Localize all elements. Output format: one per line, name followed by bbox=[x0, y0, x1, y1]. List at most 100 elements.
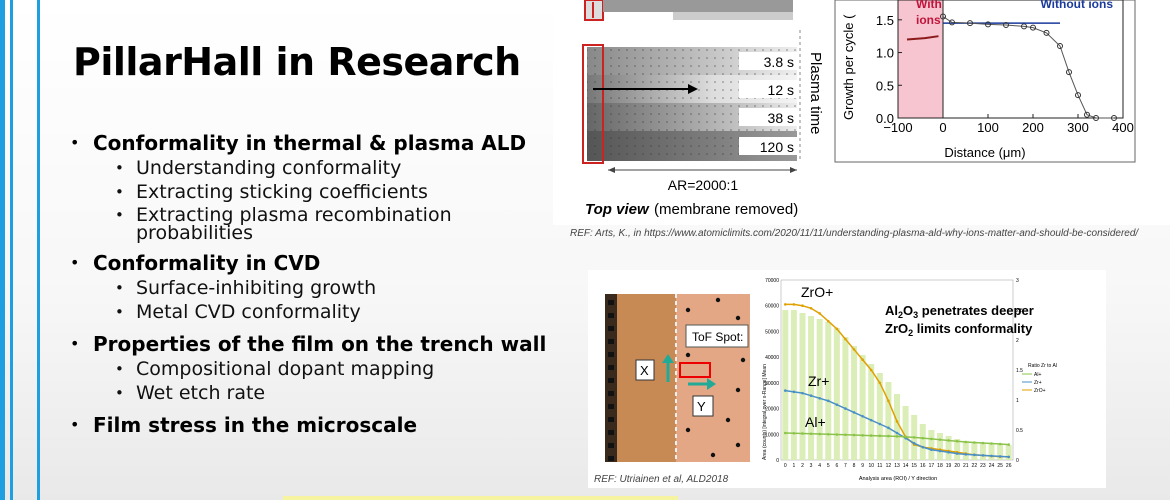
data-point bbox=[1084, 111, 1090, 118]
ratio-bar bbox=[979, 443, 986, 460]
ratio-bar bbox=[954, 439, 961, 460]
pillar-mark bbox=[608, 326, 614, 331]
y-tick-label: 30000 bbox=[765, 381, 779, 387]
zro-series-point bbox=[887, 399, 890, 403]
y-tick-label: 70000 bbox=[765, 278, 779, 284]
sub-bullet: Extracting plasma recombination probabil… bbox=[70, 206, 476, 243]
legend-item: Al+ bbox=[1034, 372, 1041, 378]
al-series-point bbox=[783, 431, 787, 435]
pillar-mark bbox=[608, 300, 614, 305]
time-label: 12 s bbox=[768, 82, 794, 98]
al-series-point bbox=[852, 433, 856, 437]
ratio-bar bbox=[971, 442, 978, 460]
y2-tick-label: 1.5 bbox=[1016, 368, 1023, 374]
ratio-bar bbox=[851, 346, 858, 460]
tof-ylabel: Area (counts) [integral over x-Range] Me… bbox=[762, 364, 768, 460]
data-point bbox=[1003, 22, 1009, 29]
x-tick-label: 25 bbox=[997, 463, 1003, 469]
pillar-mark bbox=[608, 430, 614, 435]
data-point bbox=[949, 19, 955, 26]
legend-with-ions-2: ions bbox=[916, 13, 941, 27]
zro-series-point bbox=[878, 381, 882, 385]
reference-top: REF: Arts, K., in https://www.atomiclimi… bbox=[570, 228, 1139, 239]
x-tick-label: 24 bbox=[989, 463, 995, 469]
pillar-mark bbox=[608, 391, 614, 396]
accent-bar-inner bbox=[37, 0, 40, 500]
sub-bullet: Surface-inhibiting growth bbox=[70, 278, 550, 300]
accent-bar-left bbox=[0, 0, 5, 500]
y2-tick-label: 1 bbox=[1016, 398, 1019, 404]
x-tick-label: 300 bbox=[1067, 120, 1089, 135]
zr-series-point bbox=[792, 390, 796, 394]
al-series-point bbox=[844, 433, 847, 437]
x-tick-label: 21 bbox=[963, 463, 969, 469]
x-tick-label: 16 bbox=[920, 463, 926, 469]
annotation-line2: ZrO2 limits conformality bbox=[885, 321, 1033, 338]
legend-title: Ratio Zr to Al bbox=[1028, 363, 1057, 369]
y2-tick-label: 3 bbox=[1016, 278, 1019, 284]
legend-item: ZrO+ bbox=[1034, 388, 1046, 394]
al-series-point bbox=[938, 438, 942, 441]
ratio-bar bbox=[833, 328, 840, 460]
y2-tick-label: 2 bbox=[1016, 338, 1019, 344]
ratio-bar bbox=[936, 433, 943, 460]
series-data-line bbox=[942, 16, 1114, 119]
legend-item: Zr+ bbox=[1034, 380, 1042, 386]
y-tick-label: 60000 bbox=[765, 304, 779, 310]
pillar-mark bbox=[608, 365, 614, 370]
pillar-mark bbox=[608, 339, 614, 344]
data-point bbox=[985, 21, 991, 28]
zro-series-point bbox=[861, 358, 864, 362]
data-point bbox=[967, 20, 973, 27]
zr-series-point bbox=[844, 407, 847, 410]
al-series-point bbox=[1007, 443, 1011, 446]
al-series-point bbox=[947, 439, 950, 442]
x-tick-label: 1 bbox=[792, 463, 795, 469]
x-tick-label: 400 bbox=[1112, 120, 1134, 135]
data-point bbox=[1111, 115, 1117, 121]
bullet-film-properties: Properties of the film on the trench wal… bbox=[70, 332, 550, 356]
slide-title: PillarHall in Research bbox=[73, 40, 521, 84]
y-tick-label: 0.5 bbox=[876, 78, 894, 93]
pillar-hole bbox=[735, 315, 741, 321]
pillar-mark bbox=[608, 378, 614, 383]
x-tick-label: 4 bbox=[818, 463, 821, 469]
x-tick-label: 10 bbox=[868, 463, 874, 469]
ratio-bar bbox=[893, 394, 901, 460]
al-series-point bbox=[895, 435, 899, 438]
data-point bbox=[1030, 24, 1036, 31]
y2-tick-label: 0.5 bbox=[1016, 428, 1023, 434]
x-tick-label: 14 bbox=[903, 463, 909, 469]
zr-series-point bbox=[973, 453, 976, 457]
zr-series-point bbox=[783, 389, 787, 392]
x-tick-label: 8 bbox=[853, 463, 856, 469]
x-tick-label: 18 bbox=[937, 463, 943, 469]
data-point bbox=[1093, 115, 1099, 121]
zr-series-point bbox=[921, 445, 925, 449]
al-series-point bbox=[990, 442, 993, 445]
x-tick-label: 9 bbox=[861, 463, 864, 469]
pillar-mark bbox=[608, 352, 614, 357]
ratio-bar bbox=[825, 322, 832, 460]
x-tick-label: 17 bbox=[929, 463, 935, 469]
pillar-mark bbox=[608, 313, 614, 318]
x-tick-label: 2 bbox=[801, 463, 804, 469]
sub-bullet: Understanding conformality bbox=[70, 158, 550, 180]
y-tick-label: 50000 bbox=[765, 329, 779, 335]
time-label: 3.8 s bbox=[764, 54, 794, 70]
data-point bbox=[1043, 29, 1050, 36]
al-series-point bbox=[835, 433, 839, 436]
sub-bullet: Wet etch rate bbox=[70, 383, 550, 405]
time-label: 120 s bbox=[760, 139, 794, 155]
pillar-mark bbox=[608, 417, 614, 422]
bullet-conformality-ald: Conformality in thermal & plasma ALD bbox=[70, 131, 550, 155]
data-point bbox=[1021, 23, 1027, 30]
zr-series-point bbox=[887, 426, 890, 430]
x-tick-label: 0 bbox=[784, 463, 787, 469]
series-with-ions bbox=[906, 35, 939, 41]
pillar-mark bbox=[608, 443, 614, 448]
pillar-hole bbox=[735, 442, 741, 448]
zr-series-point bbox=[912, 441, 916, 445]
x-tick-label: 26 bbox=[1006, 463, 1012, 469]
